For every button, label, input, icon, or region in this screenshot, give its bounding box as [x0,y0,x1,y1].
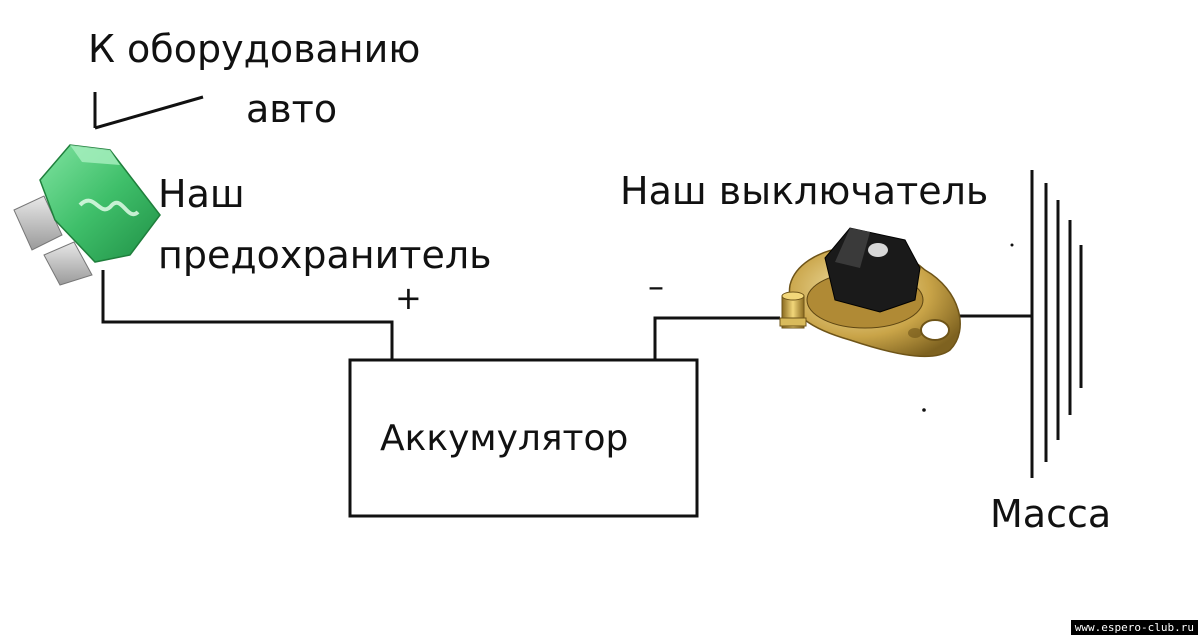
arrow-to-equipment [93,92,204,130]
minus-terminal-label: – [648,267,664,305]
ground-symbol-icon [1030,170,1083,478]
fuse-label-line2: предохранитель [158,233,492,277]
ground-label: Масса [990,492,1112,536]
battery-disconnect-switch-icon [779,227,961,358]
equipment-label-line1: К оборудованию [88,27,421,71]
watermark-text: www.espero-club.ru [1070,620,1198,635]
wire-fuse-to-battery [101,270,394,360]
wire-battery-to-switch [653,316,780,360]
battery-label: Аккумулятор [380,418,629,459]
plus-terminal-label: + [395,279,422,317]
stray-dot [1010,243,1014,247]
fuse-label-line1: Наш [158,172,245,216]
blade-fuse-icon [13,144,161,286]
switch-label: Наш выключатель [620,169,989,213]
battery-box [348,358,699,518]
stray-dot [922,408,926,412]
equipment-label-line2: авто [246,87,338,131]
